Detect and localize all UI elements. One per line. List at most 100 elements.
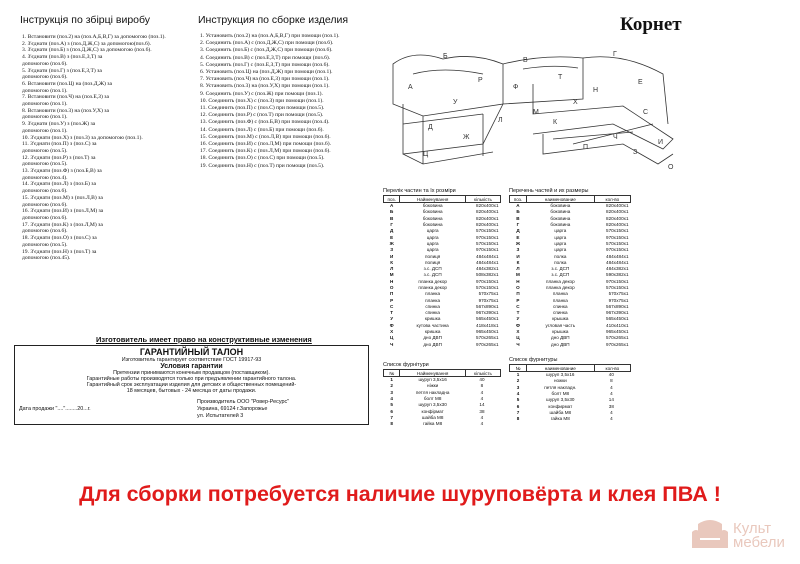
table-cell: 8 bbox=[390, 421, 393, 427]
table-cell: ножки bbox=[553, 378, 567, 384]
instruction-step: 13. З'єднати (поз.Ф) з (поз.Б,В) за bbox=[22, 168, 102, 175]
table-cell: крышка bbox=[552, 329, 569, 335]
warranty-card: ГАРАНТИЙНЫЙ ТАЛОН Изготовитель гарантиру… bbox=[14, 345, 369, 425]
instruction-step: 17. Соединить (поз.К) с (поз.Л,М) при по… bbox=[200, 148, 331, 155]
table-cell: гайка М8 bbox=[550, 416, 570, 422]
table-cell: боковина bbox=[550, 209, 571, 215]
table-cell: царга bbox=[426, 228, 439, 234]
table-cell: 3 bbox=[390, 389, 393, 395]
warranty-line: Гарантийный срок эксплуатации изделия дл… bbox=[86, 382, 297, 388]
table-cell: царга bbox=[426, 240, 439, 246]
table-cell: 14 bbox=[479, 402, 485, 408]
table-cell: 967х390х1 bbox=[476, 310, 499, 316]
table-cell: полиця bbox=[424, 253, 441, 259]
tools-required-notice: Для сборки потребуется наличие шуруповёр… bbox=[79, 482, 721, 506]
manufacturer-name: Производитель ООО "Ровер-Ресурс" bbox=[197, 399, 290, 405]
table-cell: Ж bbox=[389, 240, 394, 246]
logo-line1: Культ bbox=[733, 520, 772, 537]
table-cell: спинка bbox=[553, 310, 568, 316]
instruction-step: 2. Соединить (поз.А) с (поз.Д,Ж,С) при п… bbox=[200, 40, 334, 47]
table-cell: У bbox=[516, 316, 520, 322]
table-cell: 820х400х1 bbox=[606, 209, 629, 215]
table-cell: Ф bbox=[389, 322, 394, 328]
table-cell: Е bbox=[390, 234, 394, 240]
table-cell: болт М8 bbox=[423, 396, 442, 402]
instruction-step: допомогою (поз.4). bbox=[22, 174, 68, 181]
table-cell: У bbox=[390, 316, 394, 322]
table-cell: Р bbox=[516, 297, 520, 303]
instruction-step: 15. З'єднати (поз.М) з (поз.Л,В) за bbox=[22, 194, 103, 201]
table-cell: гайка М8 bbox=[423, 421, 443, 427]
warranty-standard: Изготовитель гарантирует соответствие ГО… bbox=[121, 357, 262, 363]
instruction-step: 14. З'єднати (поз.Л) з (поз.Б) за bbox=[22, 181, 96, 188]
instruction-step: допомогою (поз.6). bbox=[22, 60, 68, 67]
instruction-step: 8. Установить (поз.3) на (поз.У,Х) при п… bbox=[200, 83, 330, 90]
table-cell: Л bbox=[390, 266, 394, 272]
drawing-label: Н bbox=[593, 87, 598, 94]
table-cell: Х bbox=[390, 329, 394, 335]
product-title: Корнет bbox=[620, 14, 682, 35]
table-cell: 570х150х1 bbox=[606, 228, 629, 234]
table-cell: 4 bbox=[516, 391, 520, 397]
table-cell: 8 bbox=[516, 416, 520, 422]
drawing-label: К bbox=[553, 119, 558, 126]
warranty-line: 18 месяцев, бытовых - 24 месяца от даты … bbox=[126, 388, 257, 394]
table-cell: 38 bbox=[479, 408, 485, 414]
table-cell: Н bbox=[390, 278, 394, 284]
table-cell: 570х75х1 bbox=[608, 291, 629, 297]
table-cell: Ф bbox=[516, 322, 520, 328]
manufacturer-street: ул. Испытателей 3 bbox=[197, 413, 244, 419]
table-cell: 570х150х1 bbox=[476, 228, 499, 234]
table-cell: 970х75х1 bbox=[608, 297, 629, 303]
drawing-label: Ч bbox=[613, 134, 618, 141]
column-header: кількість bbox=[464, 195, 502, 203]
table-cell: 5 bbox=[390, 402, 393, 408]
ua-fittings-caption: Список фурнітури bbox=[383, 362, 429, 368]
table-cell: Н bbox=[516, 278, 520, 284]
table-cell: 570х150х1 bbox=[606, 285, 629, 290]
table-cell: боковина bbox=[550, 215, 571, 221]
manufacturer-address: Украина, 69124 г.Запорожье bbox=[197, 406, 268, 412]
table-cell: 484х382х1 bbox=[606, 266, 629, 272]
instruction-step: допомогою (поз.1). bbox=[22, 127, 68, 134]
table-cell: 4 bbox=[390, 396, 393, 402]
table-cell: з.с. ДСП bbox=[423, 272, 442, 278]
instruction-step: 2. З'єднати (поз.А) з (поз.Д,Ж,С) за доп… bbox=[22, 40, 152, 47]
instruction-step: допомогою (поз.1). bbox=[22, 101, 68, 108]
table-cell: Р bbox=[390, 297, 394, 303]
instruction-step: допомогою (поз.1). bbox=[22, 114, 68, 121]
table-cell: 965х450х1 bbox=[476, 329, 499, 335]
instruction-step: 18. З'єднати (поз.О) з (поз.С) за bbox=[22, 235, 97, 242]
instruction-step: 4. З'єднати (поз.В) з (поз.Е,З,Т) за bbox=[22, 54, 103, 61]
column-header: Найменування bbox=[399, 369, 466, 377]
table-cell: З bbox=[390, 247, 394, 253]
table-cell: 4 bbox=[610, 384, 613, 390]
table-cell: дно ДВП bbox=[423, 335, 442, 341]
drawing-label: О bbox=[668, 164, 674, 171]
table-cell: П bbox=[516, 291, 520, 297]
drawing-label: В bbox=[523, 57, 528, 64]
table-cell: П bbox=[390, 291, 394, 297]
instruction-step: 12. З'єднати (поз.Р) з (поз.Т) за bbox=[22, 154, 96, 161]
table-cell: шуруп 3,5х30 bbox=[418, 402, 447, 408]
table-cell: планка bbox=[425, 297, 441, 303]
table-cell: Ц bbox=[390, 335, 394, 341]
instruction-step: допомогою (поз.6). bbox=[22, 214, 68, 221]
table-cell: з.с. ДСП bbox=[551, 272, 570, 278]
table-cell: 970х150х1 bbox=[606, 278, 629, 284]
table-cell: Х bbox=[516, 329, 520, 335]
instruction-step: 4. Соединить (поз.В) с (поз.Е,З,Т) при п… bbox=[200, 54, 331, 61]
instruction-step: допомогою (поз.6). bbox=[22, 201, 68, 208]
